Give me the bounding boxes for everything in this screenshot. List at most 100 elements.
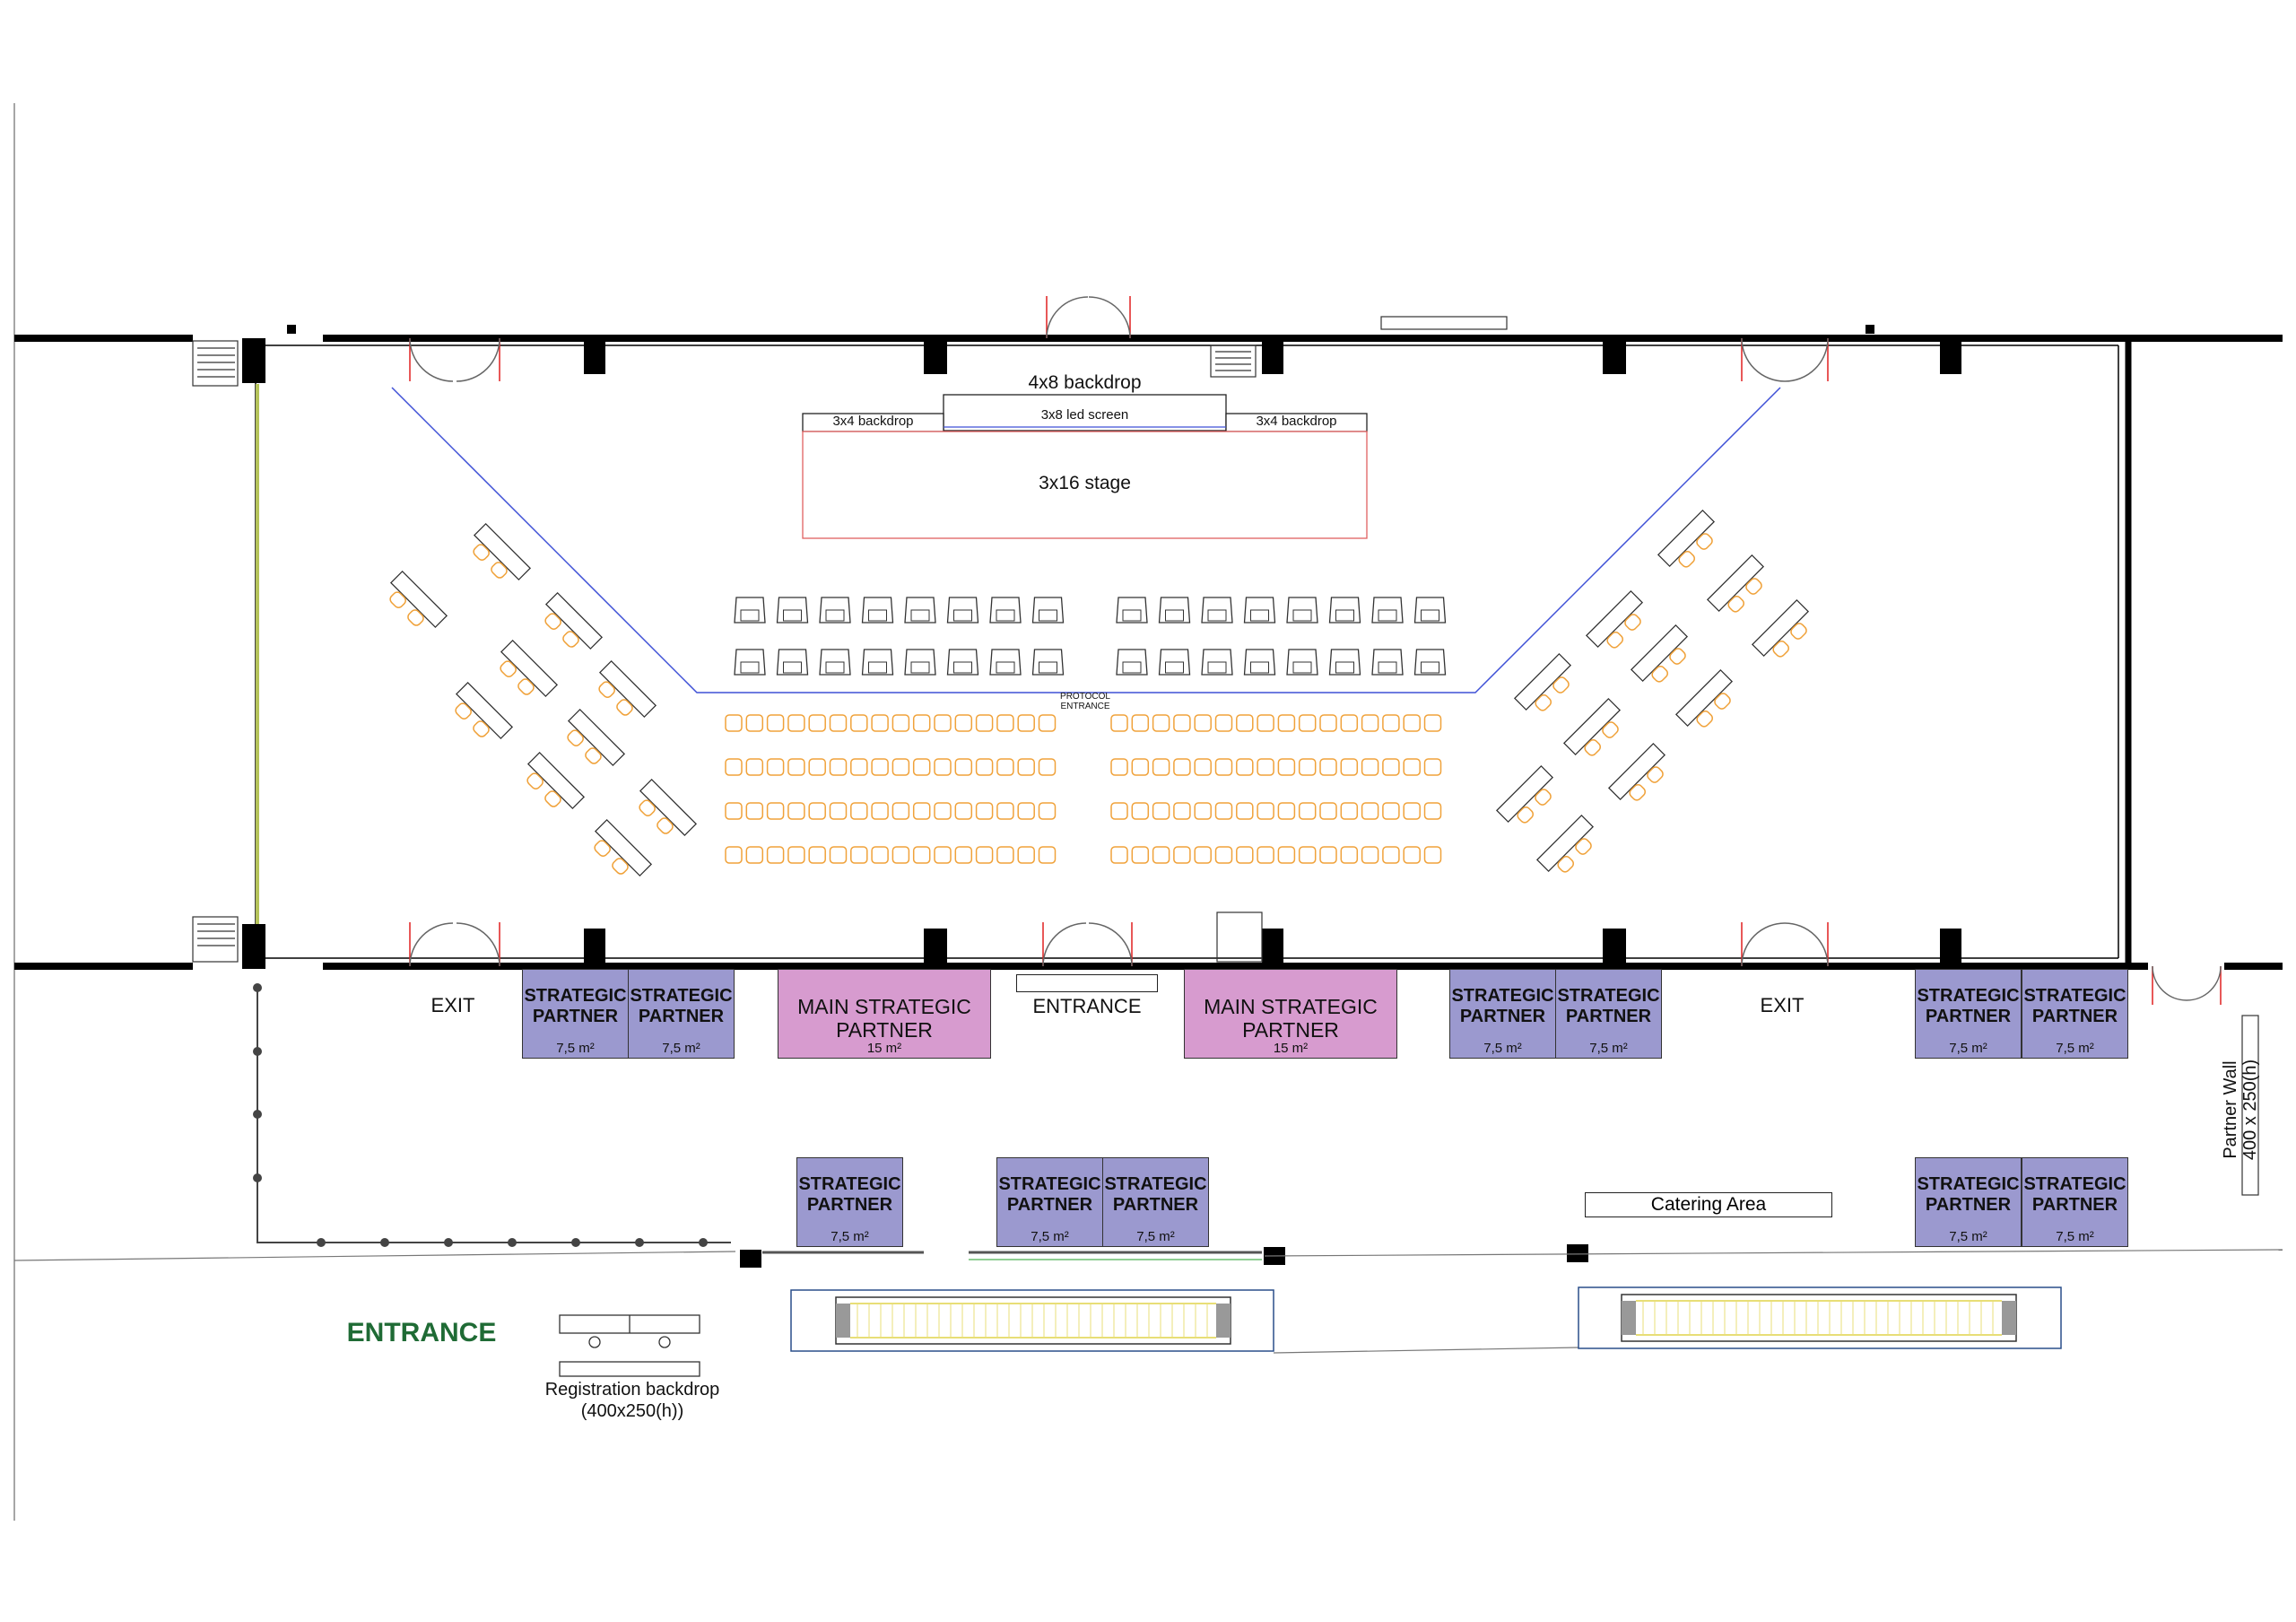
armchair-seat <box>910 609 930 622</box>
chair <box>1298 714 1317 732</box>
table-with-chairs <box>389 570 448 629</box>
armchair-seat <box>1122 609 1142 622</box>
chair <box>850 802 868 820</box>
vip-armchairs <box>734 597 1447 676</box>
chair <box>1194 802 1212 820</box>
chair <box>829 846 848 864</box>
chair <box>808 714 826 732</box>
armchair-seat <box>825 609 845 622</box>
armchair-seat <box>740 661 760 674</box>
chair <box>1194 846 1212 864</box>
table-with-chairs <box>1630 624 1689 683</box>
chair <box>912 846 931 864</box>
chair <box>1340 758 1359 776</box>
chair <box>850 758 868 776</box>
chair <box>1319 714 1337 732</box>
chair <box>1110 758 1128 776</box>
chair <box>787 714 805 732</box>
chair <box>1236 714 1254 732</box>
chair <box>934 846 952 864</box>
booth-title: STRATEGIC PARTNER <box>2023 1174 2126 1215</box>
armchair-seat <box>1421 609 1439 622</box>
chair <box>745 846 764 864</box>
chair <box>1194 714 1212 732</box>
table-with-chairs <box>1706 554 1765 613</box>
chair <box>912 802 931 820</box>
chair <box>975 758 994 776</box>
chair <box>912 758 931 776</box>
partner-wall <box>2241 1015 2259 1196</box>
chair <box>1131 714 1150 732</box>
armchair-seat <box>1421 661 1439 674</box>
armchair-seat <box>1039 609 1057 622</box>
chair <box>1236 846 1254 864</box>
escalator-left <box>790 1289 1274 1352</box>
chair <box>871 802 889 820</box>
armchair-seat <box>1039 661 1057 674</box>
booth-size: 7,5 m² <box>662 1041 700 1056</box>
chair <box>1214 802 1233 820</box>
registration-desk <box>559 1314 700 1377</box>
audience-chairs <box>725 714 1442 864</box>
chair <box>891 846 910 864</box>
armchair-seat <box>1378 661 1397 674</box>
chair <box>1152 714 1170 732</box>
chair <box>975 714 994 732</box>
chair <box>1152 846 1170 864</box>
chair <box>745 714 764 732</box>
armchair-seat <box>953 661 972 674</box>
chair <box>1214 758 1233 776</box>
chair <box>912 714 931 732</box>
armchair-seat <box>1378 609 1397 622</box>
chair <box>1423 802 1442 820</box>
table-with-chairs <box>639 778 698 837</box>
chair <box>1214 846 1233 864</box>
booth-size: 7,5 m² <box>831 1229 869 1244</box>
chair <box>787 846 805 864</box>
chair <box>1038 714 1057 732</box>
chair <box>891 758 910 776</box>
stairs-left <box>192 340 239 963</box>
chair <box>1319 802 1337 820</box>
chair <box>1403 714 1421 732</box>
chair <box>1277 758 1296 776</box>
doors <box>409 296 2222 1005</box>
chair <box>1236 758 1254 776</box>
chair <box>1361 758 1379 776</box>
chair <box>1340 802 1359 820</box>
chair <box>996 758 1014 776</box>
armchair-seat <box>1292 661 1312 674</box>
chair <box>871 758 889 776</box>
armchair-seat <box>825 661 845 674</box>
chair <box>1403 846 1421 864</box>
chair <box>1403 802 1421 820</box>
armchair-seat <box>1207 661 1227 674</box>
chair <box>766 714 785 732</box>
booth-title: STRATEGIC PARTNER <box>1557 986 1660 1026</box>
chair <box>1382 758 1400 776</box>
table-with-chairs <box>1535 814 1595 873</box>
chair <box>1423 846 1442 864</box>
chair <box>1340 846 1359 864</box>
chair <box>1038 758 1057 776</box>
chair <box>1382 802 1400 820</box>
chair <box>1257 758 1274 776</box>
booth-title: MAIN STRATEGIC PARTNER <box>797 995 971 1042</box>
booth-size: 7,5 m² <box>1031 1229 1069 1244</box>
booth-title: STRATEGIC PARTNER <box>2023 986 2126 1026</box>
chair <box>871 714 889 732</box>
table-with-chairs <box>1495 764 1554 824</box>
